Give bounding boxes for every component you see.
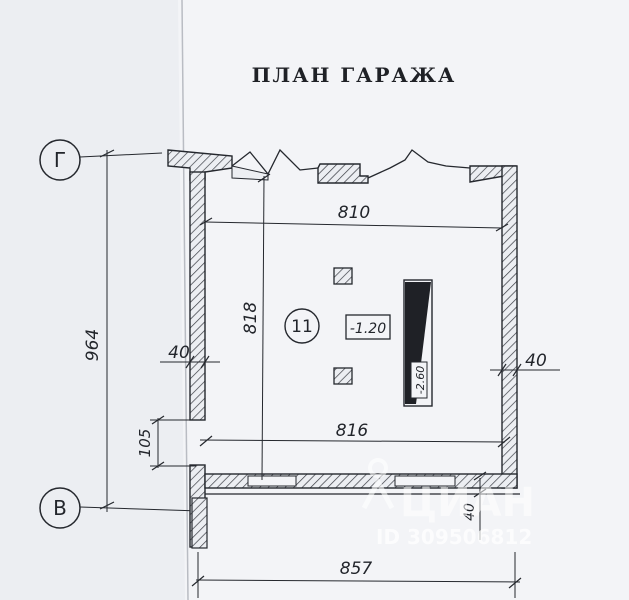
paper-fold — [181, 0, 189, 600]
column-bottom — [333, 367, 353, 385]
room-marker: 11 -1.20 — [284, 308, 391, 344]
watermark-id: ID 309506812 — [376, 525, 532, 549]
plan-title: ПЛАН ГАРАЖА — [252, 63, 457, 87]
dim-wall-right-label: 40 — [525, 351, 547, 371]
column-top — [333, 267, 353, 285]
window-top-left — [231, 148, 319, 176]
dim-overall-width: 857 — [191, 552, 522, 598]
garage-walls — [167, 148, 520, 549]
window-top-right — [367, 149, 471, 179]
dim-opening-label: 105 — [136, 429, 154, 458]
room-number: 11 — [291, 317, 313, 337]
dim-wall-bottom-label: 40 — [462, 503, 478, 521]
dim-overall-height: 964 — [83, 149, 115, 512]
dim-wall-bottom: 40 — [462, 471, 487, 540]
dim-inner-width-top-label: 810 — [338, 203, 370, 223]
inspection-pit: -2.60 — [403, 279, 433, 407]
dim-wall-left: 40 — [160, 343, 220, 369]
axis-label-bottom: В — [53, 496, 67, 520]
pit-depth: -2.60 — [414, 366, 427, 394]
axis-marker-top: Г — [39, 139, 163, 181]
opening-bottom-left — [247, 475, 297, 487]
room-level: -1.20 — [350, 321, 386, 337]
dim-overall-width-label: 857 — [340, 559, 373, 579]
watermark-logo-icon — [361, 458, 395, 510]
dim-wall-left-label: 40 — [168, 343, 190, 363]
opening-bottom-right — [394, 475, 456, 487]
dim-inner-width-bottom-label: 816 — [336, 421, 369, 441]
dim-inner-width-top: 810 — [199, 203, 509, 232]
wall-left — [189, 171, 206, 421]
dim-wall-right: 40 — [490, 351, 560, 377]
paper-sheet-left — [0, 0, 190, 600]
axis-label-top: Г — [54, 148, 66, 172]
dim-overall-height-label: 964 — [83, 329, 103, 361]
wall-right — [501, 165, 518, 489]
wall-top-center — [317, 163, 369, 184]
watermark: ЦИАН ID 309506812 — [361, 458, 535, 549]
dim-inner-width-bottom: 816 — [199, 421, 511, 448]
dim-opening: 105 — [136, 415, 200, 471]
dim-inner-height-label: 818 — [241, 302, 261, 335]
watermark-brand: ЦИАН — [400, 480, 535, 526]
dim-inner-height: 818 — [241, 173, 271, 481]
axis-marker-bottom: В — [39, 487, 201, 529]
